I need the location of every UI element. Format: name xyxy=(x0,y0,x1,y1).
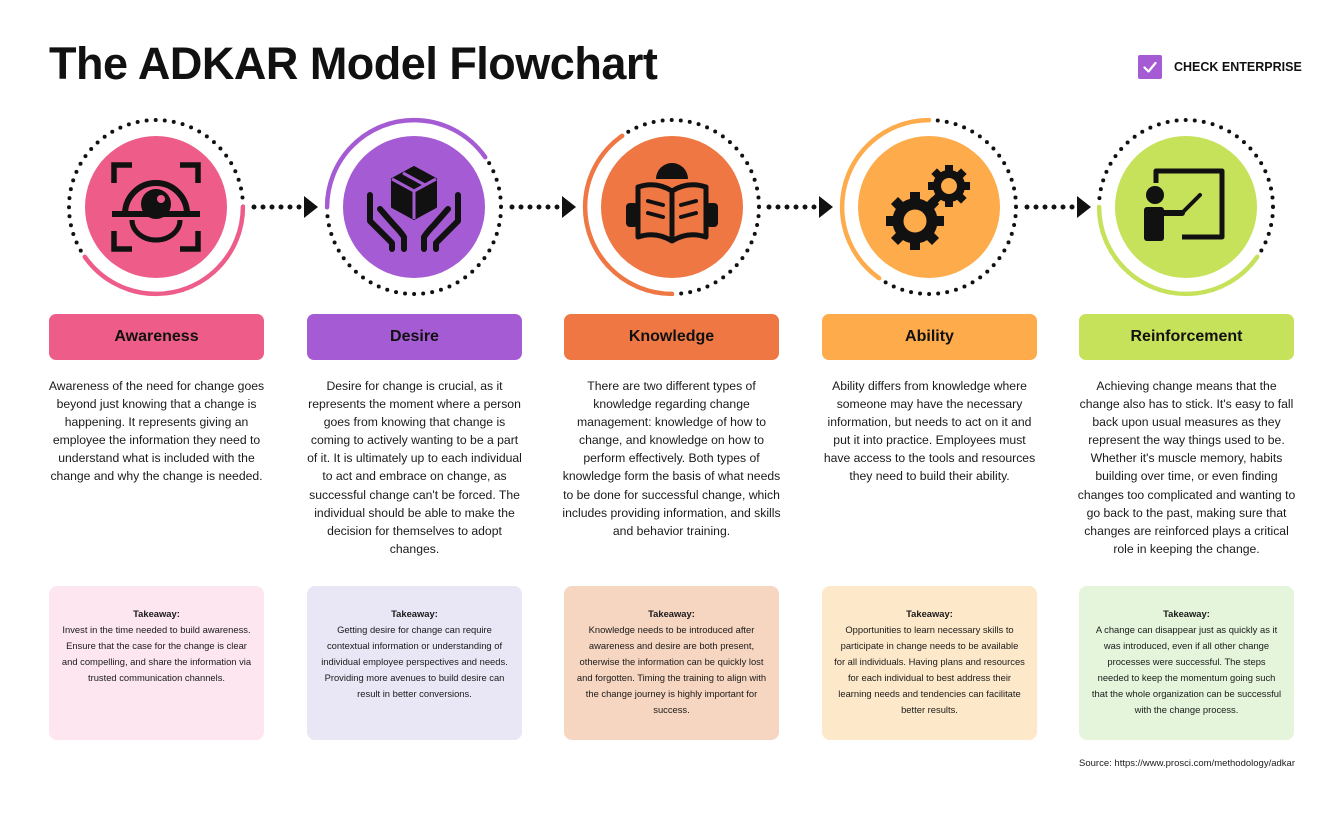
takeaway-heading: Takeaway: xyxy=(1163,608,1210,619)
flow-diagram xyxy=(67,117,1275,297)
stage-label: Awareness xyxy=(49,314,264,360)
stage-description: Achieving change means that the change a… xyxy=(1077,379,1296,556)
stage-node-knowledge xyxy=(582,118,761,297)
takeaway-text: Knowledge needs to be introduced after a… xyxy=(576,624,767,715)
brand-name: CHECK ENTERPRISE xyxy=(1174,60,1302,74)
takeaway-card: Takeaway: Invest in the time needed to b… xyxy=(49,586,264,740)
checkmark-icon xyxy=(1138,55,1162,79)
brand-logo: CHECK ENTERPRISE xyxy=(1138,55,1302,79)
hands-holding-box-icon xyxy=(367,166,461,252)
stage-description: Ability differs from knowledge where som… xyxy=(823,379,1036,484)
stage-description: Desire for change is crucial, as it repr… xyxy=(307,379,522,556)
takeaway-text: A change can disappear just as quickly a… xyxy=(1091,624,1282,715)
takeaway-heading: Takeaway: xyxy=(648,608,695,619)
takeaway-text: Opportunities to learn necessary skills … xyxy=(834,624,1025,715)
stage-label: Desire xyxy=(307,314,522,360)
page-title: The ADKAR Model Flowchart xyxy=(49,38,658,89)
stage-node-awareness xyxy=(67,118,246,297)
source-citation: Source: https://www.prosci.com/methodolo… xyxy=(1079,758,1295,769)
teacher-at-board-icon xyxy=(1144,168,1225,241)
takeaway-card: Takeaway: Opportunities to learn necessa… xyxy=(822,586,1037,740)
takeaway-heading: Takeaway: xyxy=(391,608,438,619)
takeaway-heading: Takeaway: xyxy=(133,608,180,619)
flow-arrow xyxy=(251,196,318,218)
reader-with-book-icon xyxy=(626,163,718,244)
takeaway-card: Takeaway: A change can disappear just as… xyxy=(1079,586,1294,740)
stage-label: Knowledge xyxy=(564,314,779,360)
flow-arrow xyxy=(1024,196,1091,218)
stage-node-ability xyxy=(839,117,1018,296)
takeaway-card: Takeaway: Getting desire for change can … xyxy=(307,586,522,740)
stage-label: Reinforcement xyxy=(1079,314,1294,360)
stage-description: Awareness of the need for change goes be… xyxy=(48,379,265,484)
stage-description: There are two different types of knowled… xyxy=(562,379,781,538)
takeaway-text: Invest in the time needed to build aware… xyxy=(61,624,252,683)
stage-label: Ability xyxy=(822,314,1037,360)
takeaway-heading: Takeaway: xyxy=(906,608,953,619)
flow-arrow xyxy=(766,196,833,218)
eye-scan-icon xyxy=(111,162,201,252)
stage-node-reinforcement xyxy=(1096,118,1275,297)
takeaway-card: Takeaway: Knowledge needs to be introduc… xyxy=(564,586,779,740)
stage-node-desire xyxy=(324,117,503,296)
takeaway-text: Getting desire for change can require co… xyxy=(321,624,508,699)
flow-arrow xyxy=(509,196,576,218)
